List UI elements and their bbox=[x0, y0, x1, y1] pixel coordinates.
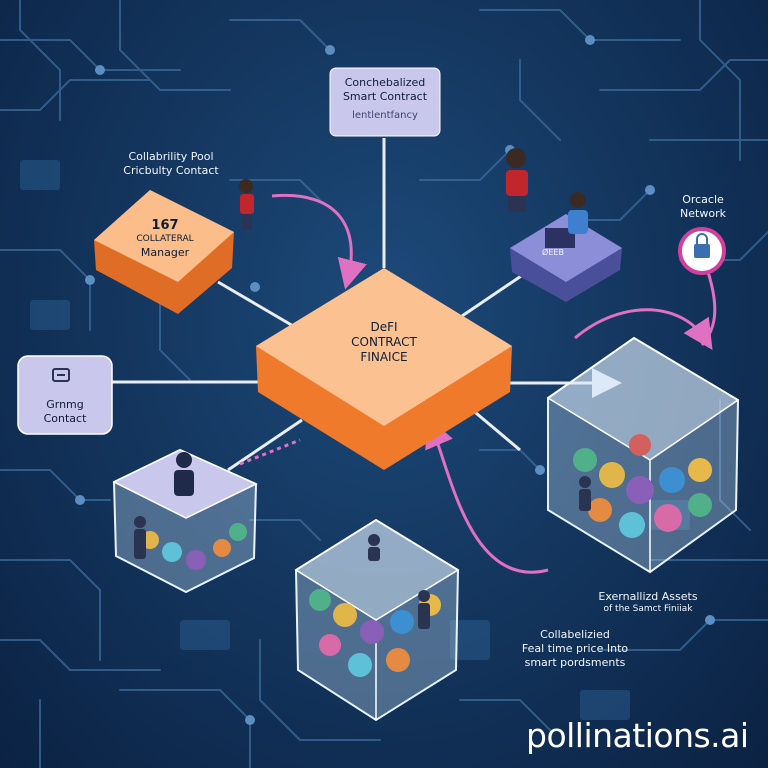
vault-cube-right bbox=[546, 336, 740, 574]
watermark: pollinations.ai bbox=[526, 716, 749, 755]
oracle-node bbox=[678, 227, 726, 275]
person-figure bbox=[506, 148, 528, 212]
connector-collateral bbox=[217, 280, 301, 332]
external-assets-caption: Exernallizd Assets of the Samct Finiiak bbox=[598, 590, 698, 614]
person-figure bbox=[568, 192, 588, 234]
connector-bottom-right bbox=[469, 406, 521, 452]
left-contract-card bbox=[17, 355, 113, 435]
laptop-label: ØEEB bbox=[542, 248, 564, 257]
connector-bottom-left bbox=[227, 418, 303, 472]
center-label: DeFI CONTRACT FINAICE bbox=[351, 320, 417, 364]
connector-laptop bbox=[461, 268, 531, 318]
collateral-label: 167 COLLATERAL Manager bbox=[136, 218, 194, 259]
laptop-icon bbox=[545, 228, 575, 248]
person-figure bbox=[418, 590, 430, 629]
defi-center-block bbox=[256, 268, 512, 470]
arrow-pool-to-center bbox=[271, 193, 367, 290]
lock-icon bbox=[694, 244, 710, 258]
left-contract-label: Grnmg Contact bbox=[43, 398, 87, 425]
vault-cube-left bbox=[112, 448, 258, 594]
arrow-oracle bbox=[700, 271, 717, 346]
person-figure bbox=[174, 452, 194, 496]
person-figure bbox=[368, 534, 380, 561]
person-figure bbox=[579, 476, 591, 511]
price-caption: Collabelizied Feal time price Into smart… bbox=[521, 628, 629, 669]
dashed-link bbox=[239, 438, 301, 466]
arrow-to-vault bbox=[574, 308, 713, 351]
top-contract-card bbox=[329, 67, 441, 137]
coin-pile bbox=[573, 434, 712, 538]
pool-caption: Collabrility Pool Cricbulty Contact bbox=[123, 150, 219, 177]
top-contract-label: Conchebalized Smart Contract lentlentfan… bbox=[342, 76, 428, 121]
arrow-vault-to-center bbox=[425, 416, 549, 574]
laptop-block bbox=[510, 214, 622, 302]
vault-cube-bottom bbox=[294, 518, 460, 722]
person-figure bbox=[239, 179, 254, 230]
oracle-label: Orcacle Network bbox=[680, 193, 726, 220]
node-icon bbox=[52, 368, 70, 382]
person-figure bbox=[134, 516, 146, 559]
collateral-manager-block bbox=[94, 190, 234, 314]
